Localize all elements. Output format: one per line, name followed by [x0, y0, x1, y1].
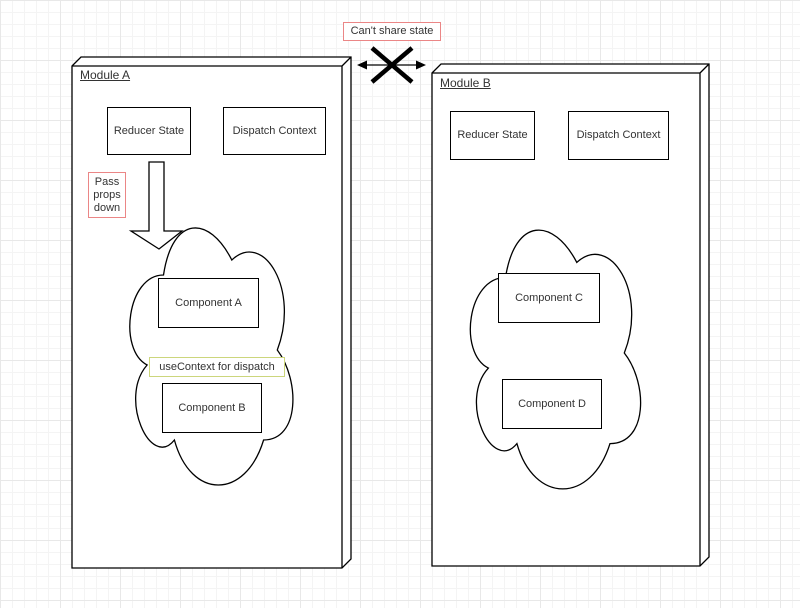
arrowhead-right — [416, 60, 426, 70]
component-d-box[interactable]: Component D — [502, 379, 602, 429]
use-context-for-dispatch-text: useContext for dispatch — [159, 360, 275, 373]
module-b-title[interactable]: Module B — [440, 76, 491, 90]
component-b-box[interactable]: Component B — [162, 383, 262, 433]
pass-props-arrow-shape[interactable] — [128, 161, 184, 250]
module-a-reducer-state-text: Reducer State — [113, 124, 185, 137]
module-b-reducer-state-text: Reducer State — [457, 129, 528, 141]
use-context-for-dispatch-label[interactable]: useContext for dispatch — [149, 357, 285, 377]
component-a-text: Component A — [175, 296, 242, 309]
component-b-text: Component B — [178, 401, 246, 414]
pass-props-down-text: Pass props down — [93, 175, 121, 214]
module-a-title[interactable]: Module A — [80, 68, 131, 82]
module-b-reducer-state-box[interactable]: Reducer State — [450, 111, 535, 160]
arrowhead-left — [357, 60, 367, 70]
module-a-dispatch-context-box[interactable]: Dispatch Context — [223, 107, 326, 155]
cant-share-state-label[interactable]: Can't share state — [343, 22, 441, 41]
component-c-text: Component C — [515, 291, 583, 304]
component-c-box[interactable]: Component C — [498, 273, 600, 323]
module-b-dispatch-context-text: Dispatch Context — [576, 129, 661, 141]
cant-share-state-text: Can't share state — [350, 25, 434, 37]
module-a-reducer-state-box[interactable]: Reducer State — [107, 107, 191, 155]
pass-props-down-label[interactable]: Pass props down — [88, 172, 126, 218]
module-a-dispatch-context-text: Dispatch Context — [232, 124, 317, 137]
module-b-dispatch-context-box[interactable]: Dispatch Context — [568, 111, 669, 160]
x-mark[interactable] — [370, 46, 414, 84]
component-a-box[interactable]: Component A — [158, 278, 259, 328]
component-d-text: Component D — [518, 397, 586, 410]
